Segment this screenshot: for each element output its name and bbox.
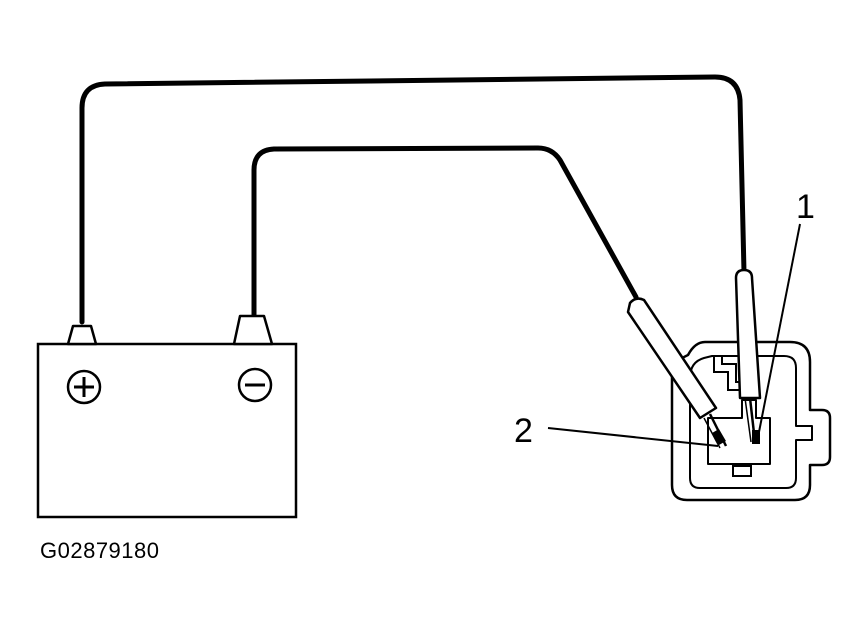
callout-1-label: 1	[796, 188, 815, 226]
probe-1-handle	[734, 268, 762, 400]
negative-jumper-wire	[251, 145, 639, 319]
probe-2-tip	[708, 413, 728, 447]
battery-negative-terminal	[232, 314, 274, 346]
callout-1-leader	[758, 223, 801, 433]
probe-1-tip	[748, 397, 757, 443]
probe-2	[626, 297, 728, 449]
figure-id: G02879180	[40, 538, 160, 563]
callout-2-leader	[547, 427, 719, 447]
probe-1	[734, 268, 762, 443]
terminal-cavity	[707, 399, 771, 465]
terminal-1	[752, 430, 760, 444]
connector-housing	[670, 340, 832, 502]
minus-in-circle-icon	[237, 367, 273, 403]
battery-positive-terminal	[66, 324, 98, 346]
battery-body	[36, 342, 298, 519]
battery	[36, 314, 298, 519]
callout-2-label: 2	[514, 412, 533, 450]
positive-jumper-wire	[79, 74, 747, 325]
plus-in-circle-icon	[66, 369, 102, 405]
probe-2-handle	[626, 297, 718, 420]
connector-key-tab	[732, 465, 752, 477]
